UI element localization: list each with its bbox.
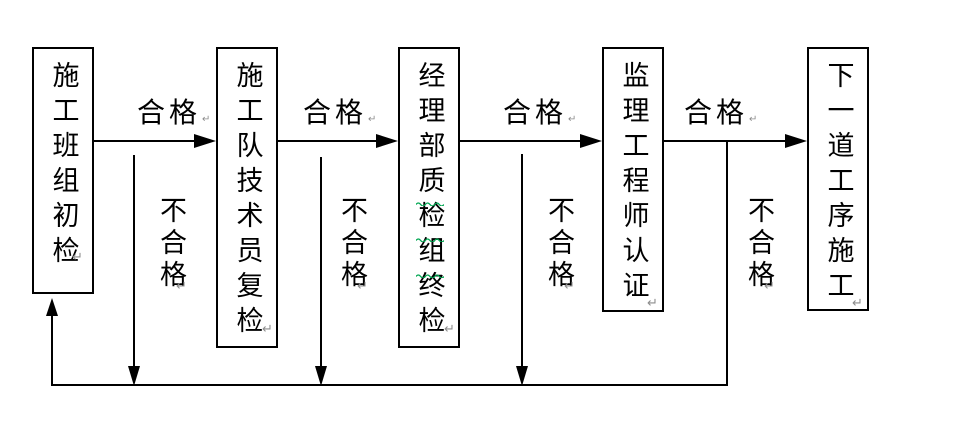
arrowhead-right-icon [580, 134, 602, 148]
pass-label-text: 合格 [684, 98, 749, 129]
node-supervisor-certification[interactable]: 监理工程师认证 ↵ [602, 47, 664, 312]
arrowhead-right-icon [194, 134, 216, 148]
arrowhead-down-icon [128, 366, 140, 386]
paragraph-mark-icon: ↵ [564, 279, 575, 294]
paragraph-mark-icon: ↵ [72, 250, 83, 265]
node-label: 监理工程师认证 [618, 61, 649, 306]
paragraph-mark-icon: ↵ [202, 114, 211, 125]
fail-label-2: 不合格 [337, 196, 367, 292]
connector-pass-3 [460, 140, 581, 142]
arrowhead-down-icon [516, 366, 528, 386]
connector-pass-4 [663, 140, 786, 142]
fail-label-text: 不合格 [156, 196, 186, 292]
spellcheck-underline-icon [415, 229, 445, 243]
arrowhead-down-icon [315, 366, 327, 386]
pass-label-text: 合格 [503, 98, 568, 129]
connector-pass-2 [277, 140, 377, 142]
fail-label-text: 不合格 [544, 196, 574, 292]
node-next-process[interactable]: 下一道工序施工 ↵ [807, 47, 869, 311]
paragraph-mark-icon: ↵ [262, 322, 273, 337]
fail-label-1: 不合格 [156, 196, 186, 292]
spellcheck-underline-icon [415, 193, 445, 207]
pass-label-1: 合格 ↵ [137, 100, 210, 128]
fail-label-3: 不合格 [544, 196, 574, 292]
spellcheck-underline-icon [415, 265, 445, 279]
node-label: 施工班组初检 [48, 61, 79, 271]
arrowhead-up-icon [46, 298, 58, 316]
pass-label-4: 合格 ↵ [684, 100, 757, 128]
connector-return-bottom [51, 384, 728, 386]
connector-fail-2 [320, 157, 322, 367]
connector-fail-4 [726, 141, 728, 386]
node-qc-final-inspection[interactable]: 经理部质检组终检 ↵ [398, 47, 460, 348]
connector-fail-1 [133, 155, 135, 367]
connector-pass-1 [94, 140, 195, 142]
paragraph-mark-icon: ↵ [368, 114, 377, 125]
paragraph-mark-icon: ↵ [176, 279, 187, 294]
connector-return-up [51, 316, 53, 386]
arrowhead-right-icon [785, 134, 807, 148]
node-label: 经理部质检组终检 [414, 61, 445, 341]
pass-label-2: 合格 ↵ [303, 100, 376, 128]
fail-label-4: 不合格 [744, 196, 774, 292]
paragraph-mark-icon: ↵ [568, 114, 577, 125]
node-label: 施工队技术员复检 [232, 61, 263, 341]
paragraph-mark-icon: ↵ [647, 296, 658, 311]
paragraph-mark-icon: ↵ [852, 296, 863, 311]
paragraph-mark-icon: ↵ [764, 279, 775, 294]
node-initial-inspection[interactable]: 施工班组初检 ↵ [32, 47, 94, 294]
pass-label-text: 合格 [137, 98, 202, 129]
pass-label-3: 合格 ↵ [503, 100, 576, 128]
paragraph-mark-icon: ↵ [749, 114, 758, 125]
node-label: 下一道工序施工 [823, 61, 854, 306]
connector-fail-3 [521, 154, 523, 367]
node-technician-recheck[interactable]: 施工队技术员复检 ↵ [216, 47, 278, 348]
paragraph-mark-icon: ↵ [357, 279, 368, 294]
fail-label-text: 不合格 [337, 196, 367, 292]
fail-label-text: 不合格 [744, 196, 774, 292]
paragraph-mark-icon: ↵ [444, 322, 455, 337]
pass-label-text: 合格 [303, 98, 368, 129]
arrowhead-right-icon [376, 134, 398, 148]
